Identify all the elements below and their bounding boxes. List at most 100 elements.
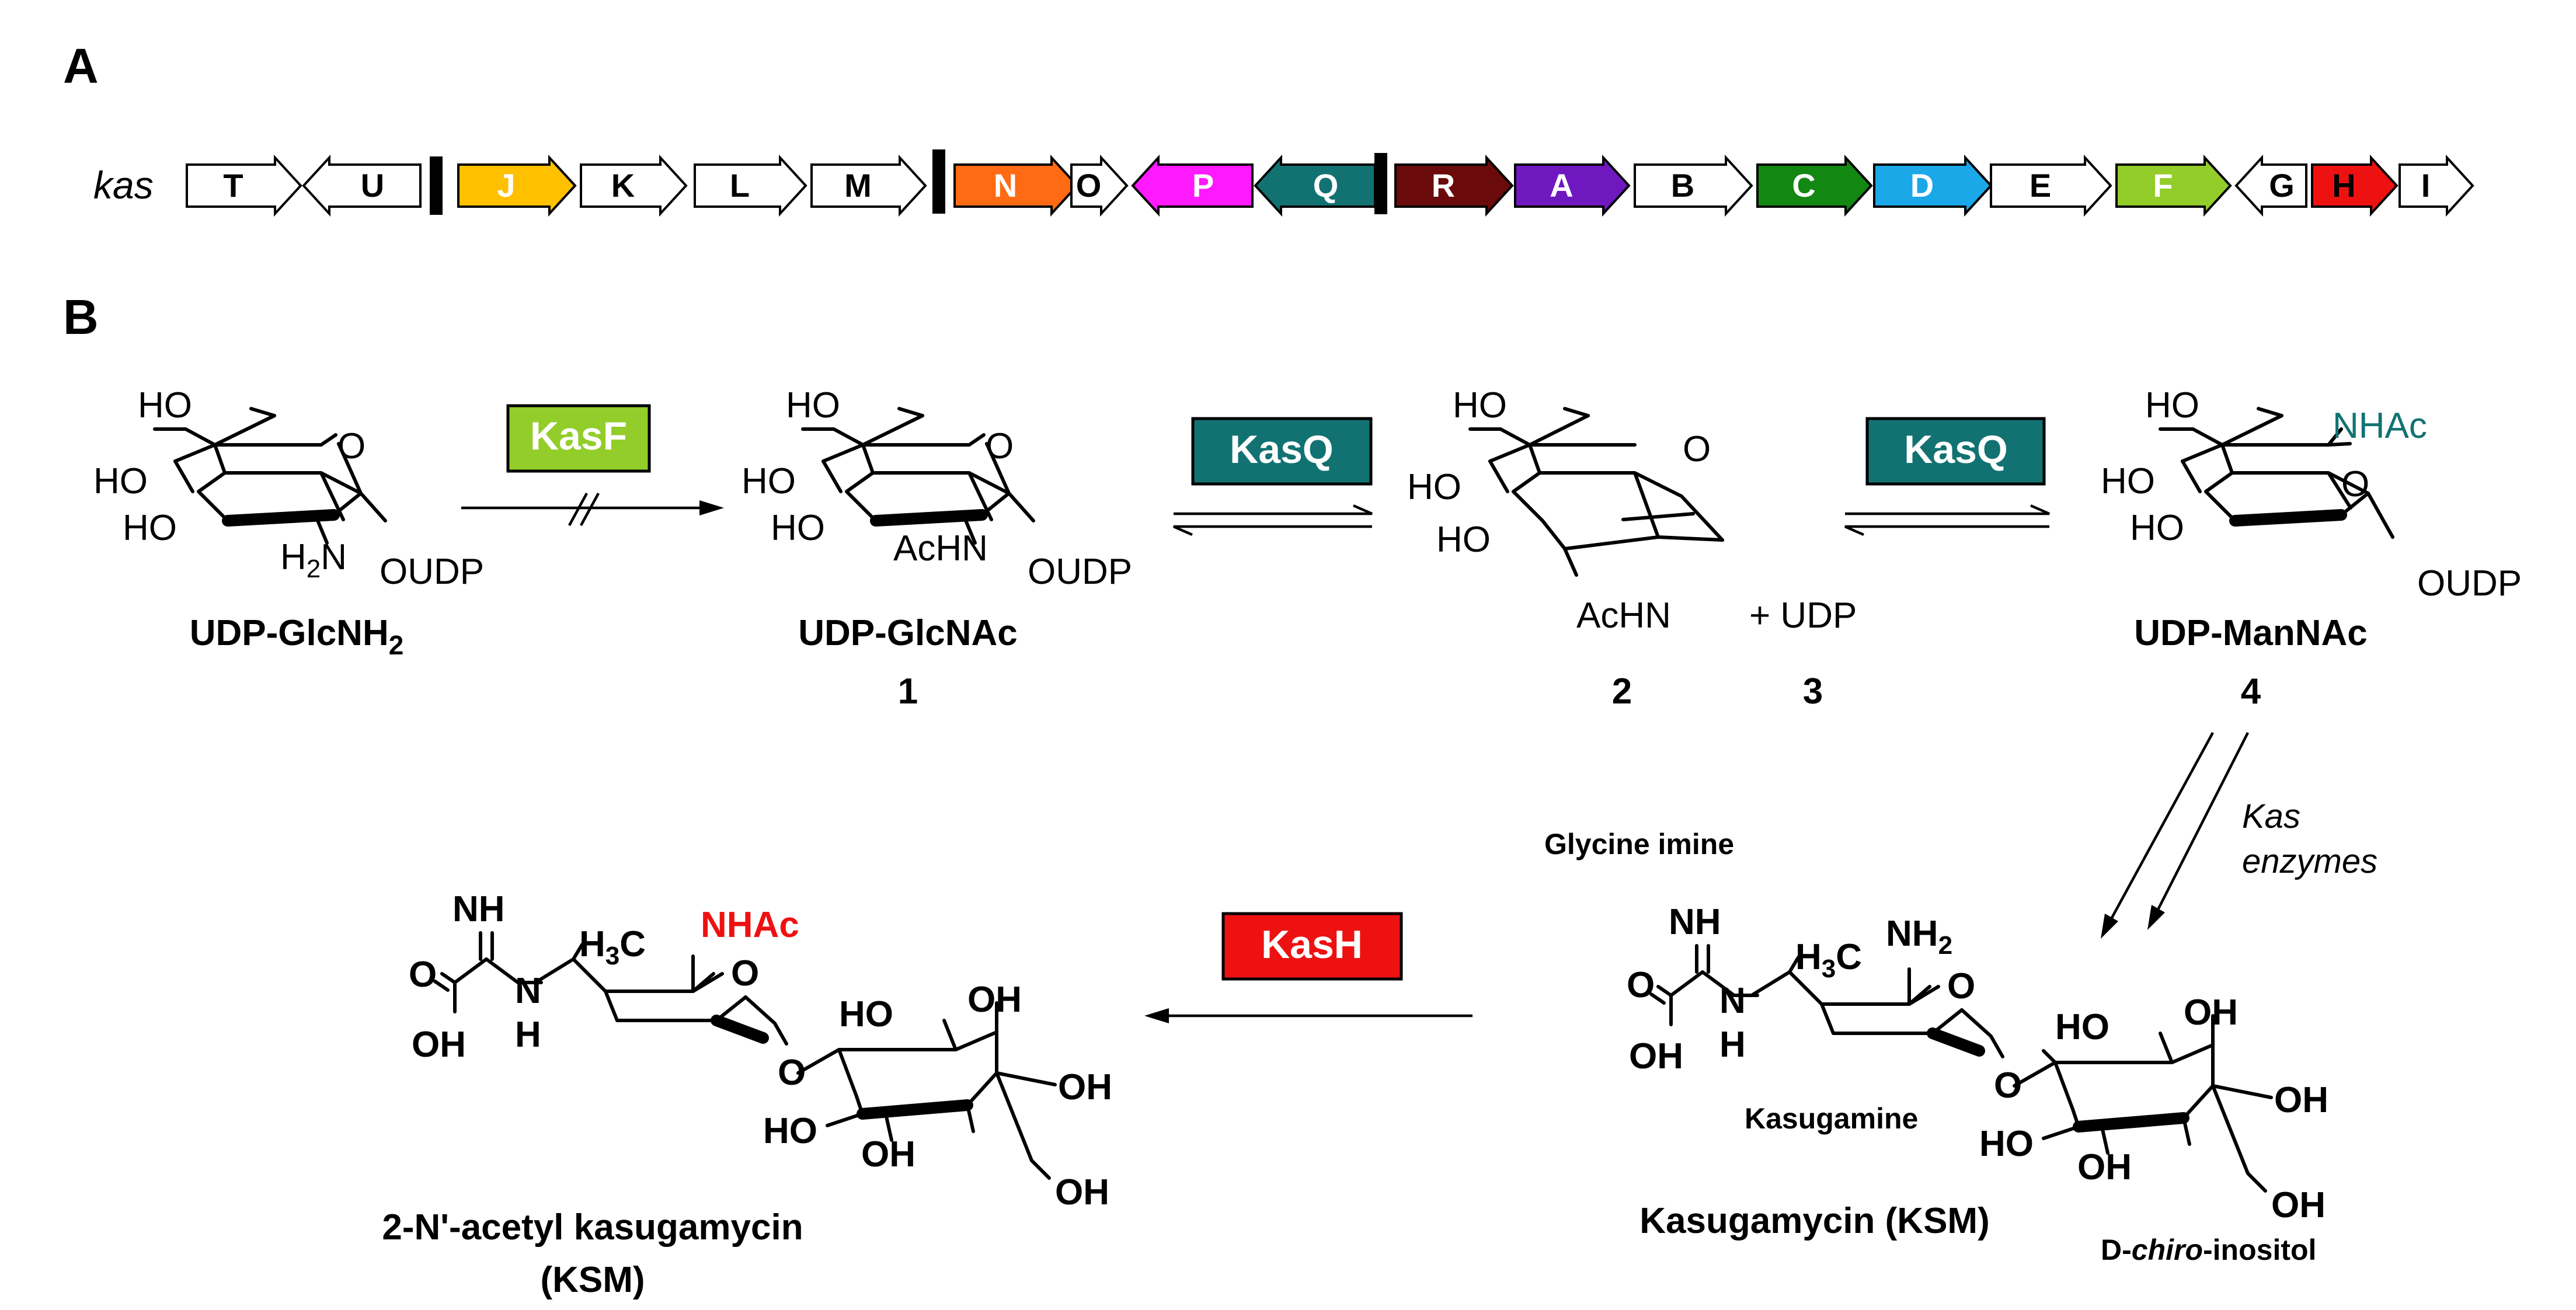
svg-text:H: H	[1719, 1025, 1746, 1065]
glycal-2-structure: HO HO HO O AcHN	[1407, 385, 1724, 636]
gene-arrow-p	[1131, 154, 1254, 217]
svg-text:OH: OH	[1058, 1067, 1112, 1107]
svg-text:NH: NH	[452, 889, 505, 929]
gene-arrow-c	[1756, 154, 1873, 217]
svg-text:HO: HO	[138, 385, 192, 426]
svg-text:O: O	[1683, 429, 1711, 469]
gene-arrow-i	[2399, 154, 2474, 217]
svg-text:O: O	[337, 426, 365, 466]
label-udp-mannac: UDP-ManNAc	[2134, 613, 2368, 653]
acetyl-nhac: NHAc	[701, 905, 799, 945]
kasq-step-2: KasQ	[1844, 417, 2050, 536]
gene-arrow-k	[580, 154, 688, 217]
svg-text:HO: HO	[1453, 385, 1507, 426]
gene-arrow-b	[1634, 154, 1753, 217]
cluster-divider	[1374, 153, 1387, 214]
svg-text:OH: OH	[2184, 992, 2238, 1033]
kasf-box	[506, 404, 651, 473]
kasf-step: KasF	[461, 404, 724, 527]
gene-arrow-d	[1873, 154, 1993, 217]
gene-arrow-f	[2115, 154, 2232, 217]
kasf-label: KasF	[530, 414, 627, 458]
gene-arrow-j	[457, 154, 577, 217]
kasq-box-2	[1865, 417, 2046, 486]
gene-label-p: P	[1192, 167, 1214, 204]
svg-text:HO: HO	[2055, 1007, 2109, 1047]
panel-label-b: B	[63, 290, 99, 344]
gene-label-d: D	[1910, 167, 1934, 204]
svg-text:NH: NH	[1669, 902, 1721, 942]
svg-text:H: H	[515, 1015, 541, 1055]
svg-text:N: N	[1719, 981, 1746, 1021]
gene-label-g: G	[2269, 167, 2295, 204]
gene-label-c: C	[1792, 167, 1815, 204]
gene-label-q: Q	[1313, 167, 1339, 204]
svg-text:HO: HO	[771, 508, 825, 548]
svg-text:OUDP: OUDP	[380, 552, 484, 592]
svg-text:HO: HO	[1436, 520, 1491, 560]
label-compound-2: 2	[1612, 671, 1632, 712]
svg-text:HO: HO	[786, 385, 840, 426]
plus-udp: + UDP	[1749, 595, 1857, 636]
cluster-divider	[430, 156, 443, 215]
gene-label-u: U	[361, 167, 384, 204]
udp-glcnac-structure: HO HO HO O AcHN OUDP	[742, 385, 1132, 592]
svg-text:HO: HO	[1979, 1124, 2034, 1164]
kash-box	[1221, 912, 1403, 981]
svg-text:HO: HO	[839, 994, 893, 1034]
gene-arrow-r	[1394, 154, 1514, 217]
svg-text:OH: OH	[967, 980, 1022, 1020]
svg-text:H3C: H3C	[1795, 937, 1862, 983]
kas-enzymes-line2: enzymes	[2242, 842, 2377, 880]
svg-text:O: O	[1627, 965, 1655, 1005]
gene-arrow-a	[1514, 154, 1631, 217]
kasq-step-1: KasQ	[1173, 417, 1373, 536]
svg-text:O: O	[1947, 966, 1975, 1006]
kasq-label-1: KasQ	[1230, 427, 1334, 472]
label-kasugamycin: Kasugamycin (KSM)	[1639, 1201, 1989, 1241]
svg-text:OH: OH	[861, 1134, 915, 1175]
gene-label-b: B	[1671, 167, 1694, 204]
gene-label-m: M	[844, 167, 872, 204]
gene-label-h: H	[2332, 167, 2355, 204]
gene-label-i: I	[2421, 167, 2431, 204]
svg-text:O: O	[2341, 464, 2369, 504]
svg-text:HO: HO	[763, 1111, 817, 1151]
label-udp-glcnac: UDP-GlcNAc	[798, 613, 1018, 653]
svg-text:H3C: H3C	[579, 924, 646, 970]
svg-text:N: N	[515, 971, 541, 1011]
svg-text:HO: HO	[2145, 385, 2199, 426]
label-compound-1: 1	[898, 671, 918, 712]
svg-text:HO: HO	[1407, 467, 1461, 507]
kash-label: KasH	[1261, 922, 1363, 967]
svg-text:HO: HO	[2101, 461, 2155, 501]
udp-mannac-structure: HO HO HO O NHAc OUDP	[2101, 385, 2522, 604]
cluster-divider	[932, 149, 945, 214]
label-udp-glcnh2: UDP-GlcNH2	[190, 613, 404, 660]
label-acetyl-kasugamycin-abbr: (KSM)	[540, 1260, 645, 1300]
gene-arrow-u	[302, 154, 422, 217]
svg-text:OUDP: OUDP	[2417, 563, 2522, 604]
gene-arrow-m	[810, 154, 927, 217]
svg-text:HO: HO	[123, 508, 177, 548]
panel-label-a: A	[63, 39, 99, 93]
gene-arrow-o	[1070, 154, 1129, 217]
kasq-box-1	[1191, 417, 1373, 486]
gene-arrow-n	[953, 154, 1079, 217]
label-inositol: D-chiro-inositol	[2101, 1234, 2316, 1266]
gene-label-r: R	[1432, 167, 1455, 204]
svg-text:AcHN: AcHN	[893, 528, 988, 569]
svg-text:AcHN: AcHN	[1576, 595, 1671, 636]
gene-label-o: O	[1076, 167, 1102, 204]
svg-text:HO: HO	[93, 461, 148, 501]
svg-text:NH2: NH2	[1886, 914, 1952, 960]
svg-text:H2N: H2N	[280, 537, 347, 583]
svg-text:OH: OH	[412, 1025, 466, 1065]
gene-label-k: K	[611, 167, 635, 204]
kas-enzymes-step: Kas enzymes	[2101, 731, 2377, 939]
mannac-nhac: NHAc	[2333, 406, 2427, 446]
gene-label-j: J	[497, 167, 515, 204]
gene-label-e: E	[2030, 167, 2051, 204]
